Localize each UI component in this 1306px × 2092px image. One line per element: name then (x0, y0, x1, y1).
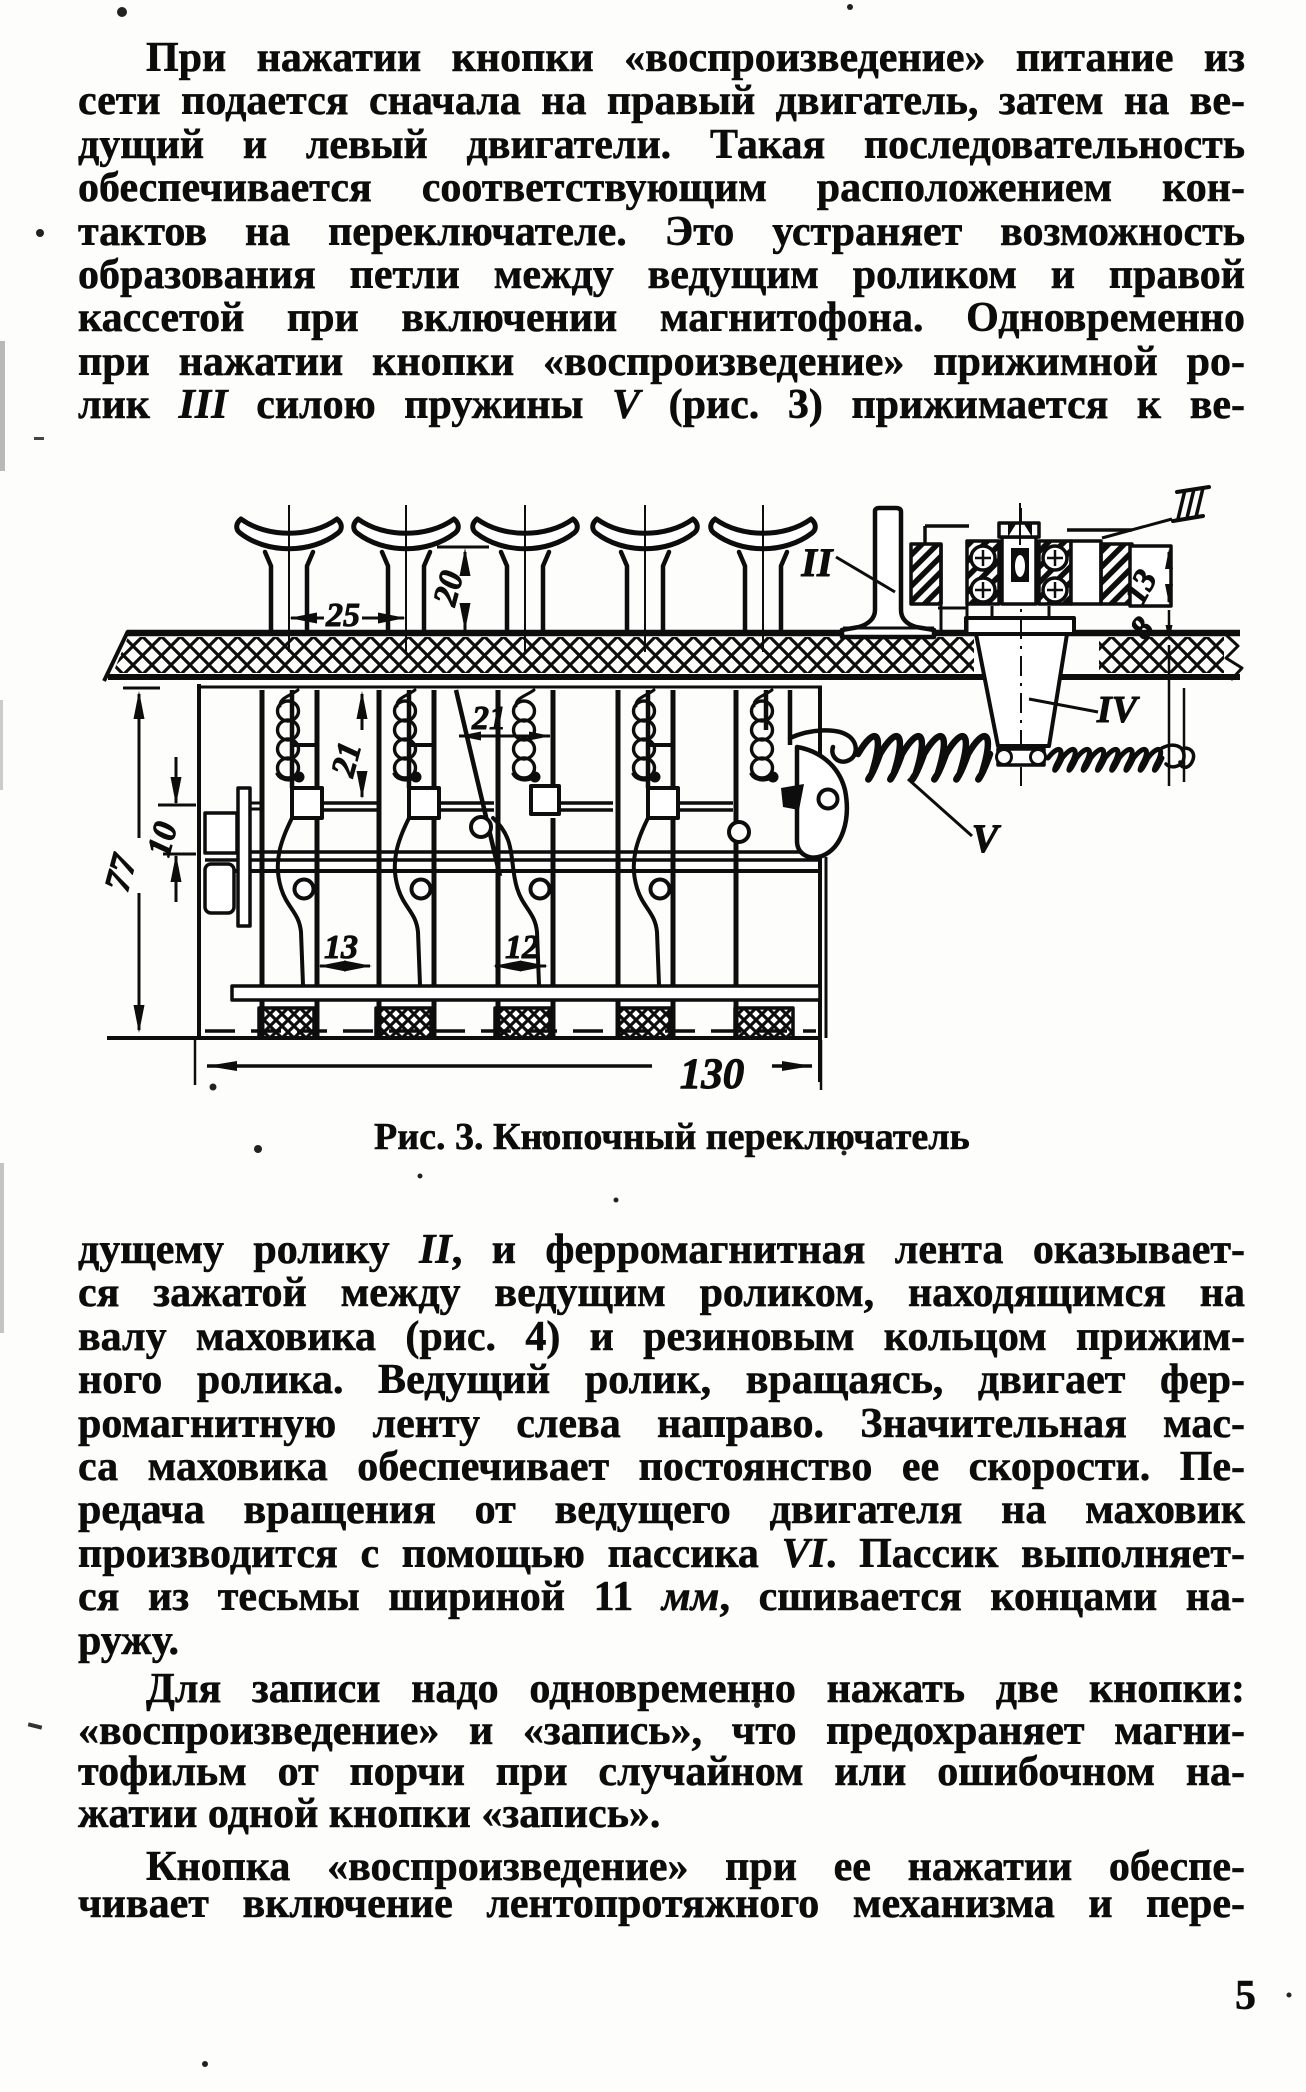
svg-text:13: 13 (324, 929, 358, 966)
svg-text:25: 25 (325, 597, 360, 634)
svg-text:12: 12 (505, 929, 539, 966)
svg-text:21: 21 (471, 700, 506, 737)
svg-text:II: II (800, 540, 834, 585)
svg-text:V: V (972, 816, 1002, 861)
svg-text:77: 77 (96, 848, 144, 895)
svg-text:130: 130 (680, 1051, 745, 1098)
svg-text:IV: IV (1096, 689, 1140, 731)
